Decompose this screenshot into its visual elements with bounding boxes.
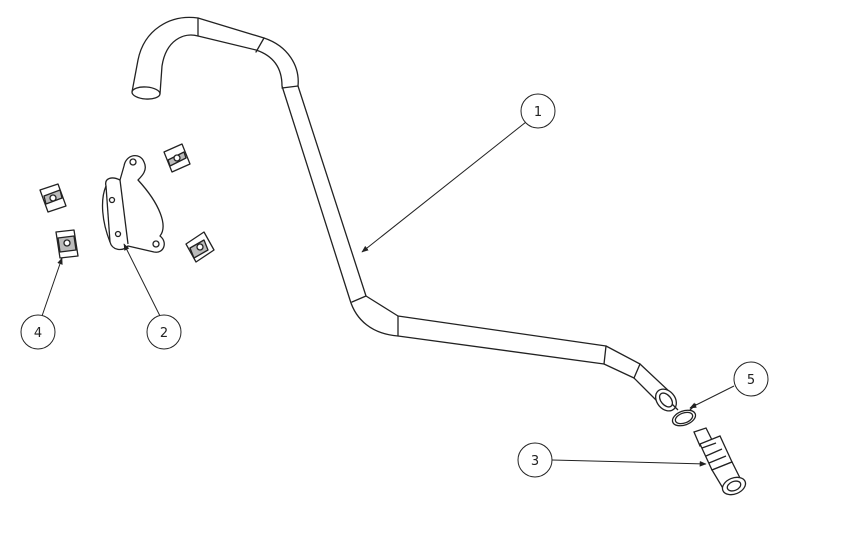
balloon-1: 1 bbox=[520, 93, 556, 129]
part-4-clip-nuts bbox=[39, 143, 215, 263]
part-2-bracket bbox=[101, 155, 165, 253]
svg-text:4: 4 bbox=[34, 326, 42, 341]
balloon-2: 2 bbox=[146, 314, 182, 350]
leader-4 bbox=[41, 257, 63, 317]
part-1-tube bbox=[131, 16, 677, 412]
clip-nut-d bbox=[185, 231, 215, 263]
svg-text:2: 2 bbox=[160, 326, 168, 341]
svg-text:5: 5 bbox=[747, 373, 755, 388]
leader-1 bbox=[361, 121, 527, 253]
leader-lines bbox=[41, 121, 735, 467]
leader-2 bbox=[123, 243, 161, 317]
leader-3 bbox=[551, 459, 707, 467]
balloon-3: 3 bbox=[517, 442, 553, 478]
clip-nut-a bbox=[163, 143, 191, 173]
clip-nut-c bbox=[55, 229, 79, 259]
clip-nut-b bbox=[39, 183, 67, 213]
svg-text:1: 1 bbox=[534, 105, 542, 120]
svg-text:3: 3 bbox=[531, 454, 539, 469]
balloon-5: 5 bbox=[733, 361, 769, 397]
leader-5 bbox=[689, 385, 735, 409]
part-3-fitting bbox=[693, 427, 747, 496]
balloon-4: 4 bbox=[20, 314, 56, 350]
